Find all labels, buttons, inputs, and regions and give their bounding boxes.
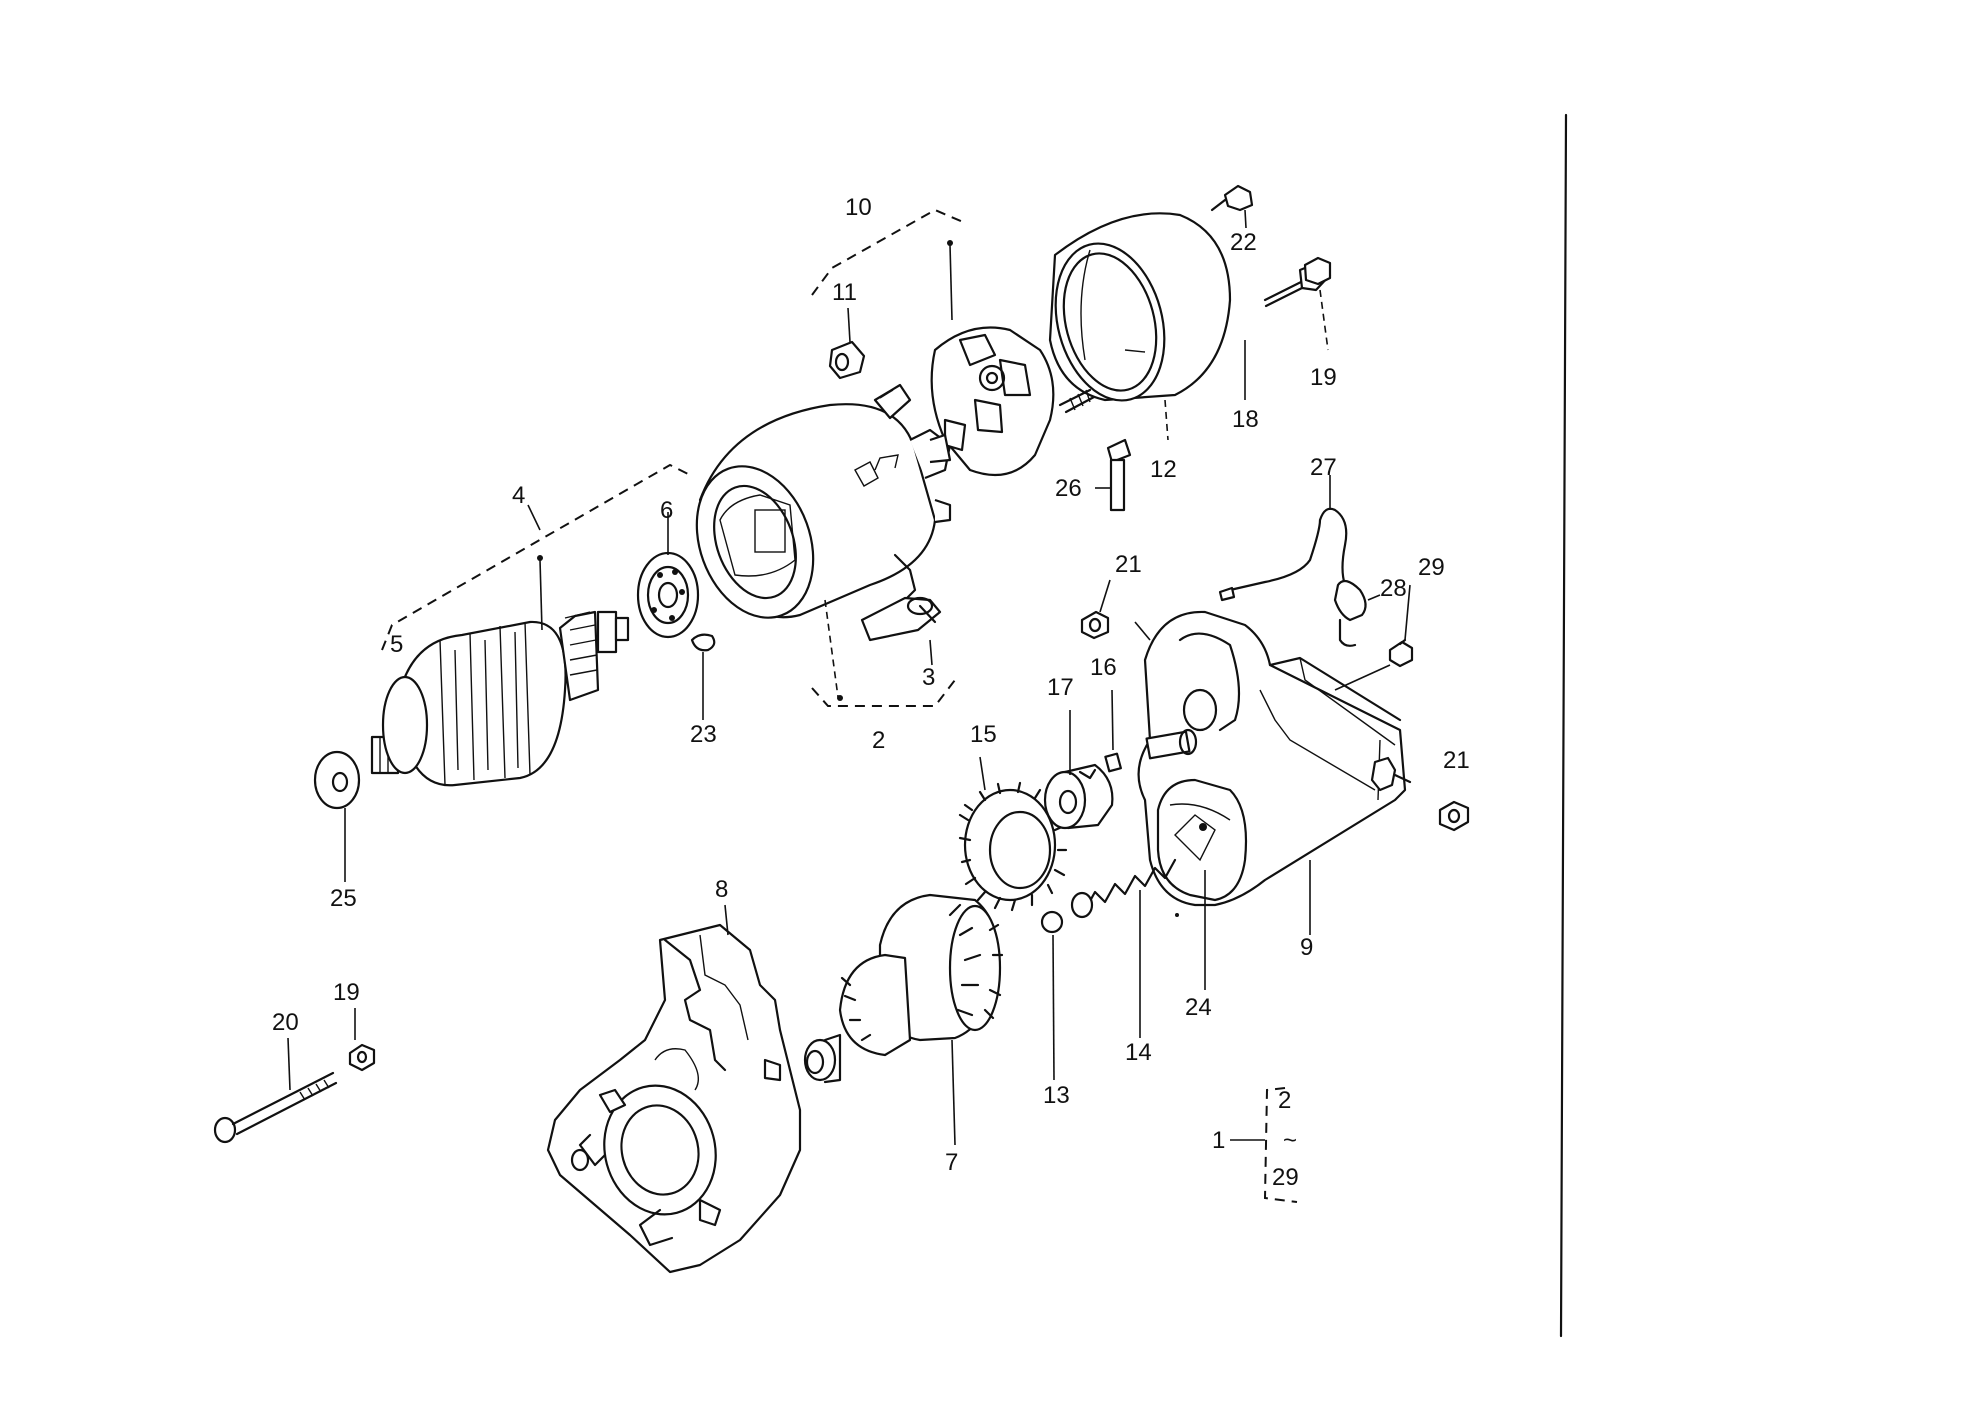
- part-19-nut-lower: [348, 1008, 376, 1072]
- part-3-terminal: [860, 553, 942, 666]
- part-6-bearing: [636, 512, 700, 639]
- part-14-spring: [1070, 858, 1177, 1038]
- label-26: 26: [1055, 475, 1082, 502]
- label-15: 15: [970, 721, 997, 748]
- bracket-1: [1263, 1087, 1298, 1203]
- part-28-boot: [1333, 579, 1381, 647]
- part-15-gear: [958, 756, 1068, 912]
- label-23: 23: [690, 721, 717, 748]
- part-20-bolt: [213, 1037, 338, 1144]
- leader-4: [527, 504, 541, 531]
- part-27-lead-wire: [1218, 475, 1348, 602]
- label-18: 18: [1232, 406, 1259, 433]
- label-21-upper: 21: [1115, 551, 1142, 578]
- label-22: 22: [1230, 229, 1257, 256]
- label-10: 10: [845, 194, 872, 221]
- part-26-bolt: [1095, 438, 1132, 512]
- legend-tilde: ~: [1283, 1127, 1297, 1154]
- label-17: 17: [1047, 674, 1074, 701]
- part-21-nut-upper: [1080, 579, 1111, 640]
- label-13: 13: [1043, 1082, 1070, 1109]
- label-20: 20: [272, 1009, 299, 1036]
- bracket-2: [811, 679, 956, 707]
- bracket-10: [811, 208, 964, 296]
- part-13-ball: [1040, 910, 1064, 1081]
- label-11: 11: [832, 279, 857, 306]
- part-8-drive-housing: [546, 904, 802, 1274]
- label-16: 16: [1090, 654, 1117, 681]
- part-22-screw: [1210, 184, 1254, 229]
- part-12-rear-cover: [1048, 212, 1232, 441]
- part-11-nut: [828, 307, 866, 380]
- label-9: 9: [1300, 934, 1313, 961]
- part-21-nut-lower: [1438, 800, 1470, 832]
- part-19-top-nut: [1303, 256, 1332, 351]
- part-17-sleeve: [1043, 710, 1114, 830]
- part-25-washer: [313, 750, 361, 882]
- part-9-housing: [1137, 610, 1412, 935]
- label-7: 7: [945, 1149, 958, 1176]
- label-3: 3: [922, 664, 935, 691]
- bracket-4: [381, 463, 691, 651]
- part-5-armature: [370, 555, 630, 787]
- yoke-field-frame: [695, 403, 952, 701]
- label-29: 29: [1418, 554, 1445, 581]
- label-5: 5: [390, 631, 403, 658]
- label-27: 27: [1310, 454, 1337, 481]
- label-24: 24: [1185, 994, 1212, 1021]
- part-16-pin: [1104, 689, 1122, 773]
- label-19-lower: 19: [333, 979, 360, 1006]
- label-12: 12: [1150, 456, 1177, 483]
- part-23-clip: [690, 633, 716, 720]
- part-7-pinion-clutch: [803, 893, 1004, 1146]
- page-border-line: [1559, 113, 1568, 1338]
- label-6: 6: [660, 497, 673, 524]
- leader-21-lower: [1134, 621, 1151, 641]
- label-21-lower: 21: [1443, 747, 1470, 774]
- label-14: 14: [1125, 1039, 1152, 1066]
- label-1: 1: [1212, 1127, 1225, 1154]
- label-2: 2: [872, 727, 885, 754]
- part-10-brush-holder: [873, 240, 1055, 477]
- label-8: 8: [715, 876, 728, 903]
- label-28: 28: [1380, 575, 1407, 602]
- legend-to: 29: [1272, 1164, 1299, 1191]
- label-25: 25: [330, 885, 357, 912]
- label-19-top: 19: [1310, 364, 1337, 391]
- legend-from: 2: [1278, 1087, 1291, 1114]
- label-4: 4: [512, 482, 525, 509]
